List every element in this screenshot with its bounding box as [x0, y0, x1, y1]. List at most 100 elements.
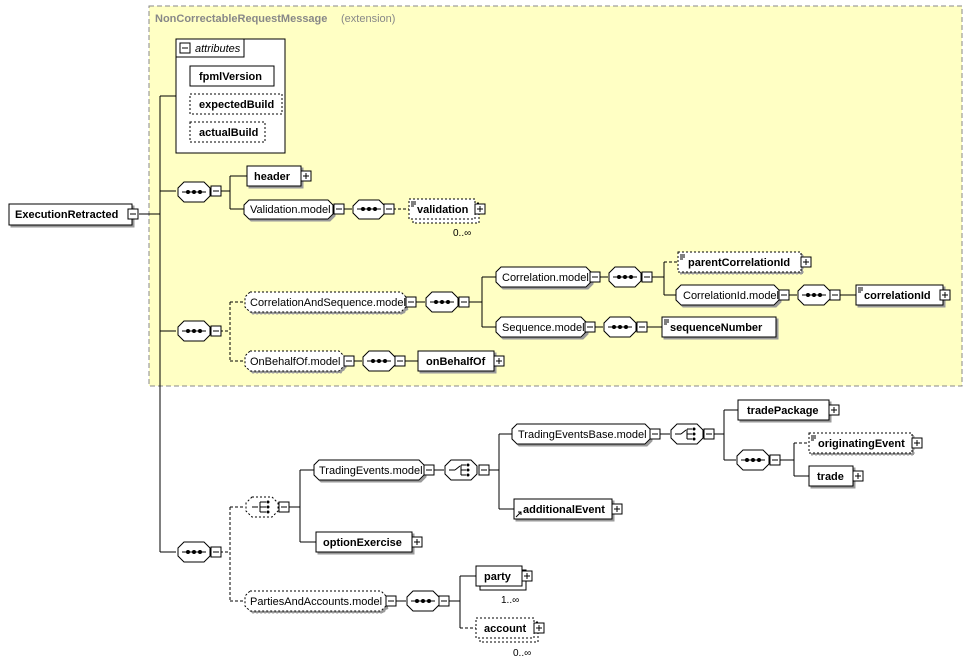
collapse-icon[interactable]	[769, 454, 781, 466]
group-parties-and-accounts-model-label: PartiesAndAccounts.model	[250, 596, 382, 608]
element-additional-event[interactable]: additionalEvent	[513, 498, 623, 520]
text-content-icon	[664, 319, 669, 325]
collapse-icon[interactable]	[703, 428, 715, 440]
collapse-icon[interactable]	[394, 355, 406, 367]
element-parent-correlation-id-label: parentCorrelationId	[688, 257, 790, 269]
collapse-icon[interactable]	[478, 464, 490, 476]
element-option-exercise[interactable]: optionExercise	[315, 531, 423, 553]
collapse-icon[interactable]	[210, 546, 222, 558]
expand-icon[interactable]	[800, 256, 812, 268]
choice-compositor-trading-events-base[interactable]	[670, 423, 704, 445]
party-occurrence: 1..∞	[501, 595, 519, 606]
group-correlation-id-model[interactable]: CorrelationId.model	[675, 284, 790, 306]
sequence-compositor-correlation-and-sequence[interactable]	[425, 291, 459, 313]
collapse-icon[interactable]	[829, 289, 841, 301]
element-originating-event[interactable]: originatingEvent	[808, 432, 923, 454]
element-correlation-id-label: correlationId	[864, 290, 931, 302]
collapse-icon[interactable]	[589, 271, 601, 283]
group-sequence-model[interactable]: Sequence.model	[495, 316, 596, 338]
collapse-icon[interactable]	[333, 203, 345, 215]
element-on-behalf-of[interactable]: onBehalfOf	[417, 350, 505, 372]
expand-icon[interactable]	[300, 170, 312, 182]
sequence-compositor-2[interactable]	[177, 320, 211, 342]
collapse-icon[interactable]	[641, 271, 653, 283]
collapse-icon[interactable]	[584, 321, 596, 333]
group-trading-events-base-model-label: TradingEventsBase.model	[518, 429, 647, 441]
element-trade-label: trade	[817, 471, 844, 483]
expand-icon[interactable]	[911, 437, 923, 449]
element-trade[interactable]: trade	[808, 465, 864, 487]
element-party[interactable]: party 1..∞	[475, 565, 533, 606]
expand-icon[interactable]	[411, 536, 423, 548]
expand-icon[interactable]	[533, 622, 545, 634]
collapse-icon[interactable]	[636, 321, 648, 333]
sequence-compositor-parties[interactable]	[406, 590, 440, 612]
element-sequence-number[interactable]: sequenceNumber	[661, 316, 777, 338]
root-element-label: ExecutionRetracted	[15, 209, 118, 221]
collapse-icon[interactable]	[383, 203, 395, 215]
element-header[interactable]: header	[246, 165, 312, 187]
collapse-icon[interactable]	[179, 42, 191, 54]
group-correlation-and-sequence-model[interactable]: CorrelationAndSequence.model	[244, 291, 417, 313]
sequence-compositor-correlation[interactable]	[608, 266, 642, 288]
sequence-compositor-3[interactable]	[177, 541, 211, 563]
sequence-compositor-correlation-id[interactable]	[797, 284, 831, 306]
group-sequence-model-label: Sequence.model	[502, 322, 585, 334]
element-sequence-number-label: sequenceNumber	[670, 322, 763, 334]
collapse-icon[interactable]	[458, 296, 470, 308]
sequence-compositor-validation[interactable]	[352, 199, 386, 220]
expand-icon[interactable]	[493, 355, 505, 367]
collapse-icon[interactable]	[438, 595, 450, 607]
group-on-behalf-of-model[interactable]: OnBehalfOf.model	[244, 350, 355, 372]
element-header-label: header	[254, 171, 291, 183]
collapse-icon[interactable]	[210, 325, 222, 337]
group-validation-model[interactable]: Validation.model	[243, 199, 345, 220]
collapse-icon[interactable]	[778, 289, 790, 301]
element-account[interactable]: account 0..∞	[475, 617, 545, 659]
group-correlation-and-sequence-model-label: CorrelationAndSequence.model	[250, 297, 406, 309]
expand-icon[interactable]	[474, 203, 486, 215]
collapse-icon[interactable]	[385, 595, 397, 607]
element-originating-event-label: originatingEvent	[818, 438, 905, 450]
connectors	[139, 95, 856, 629]
attribute-fpmlversion-box[interactable]	[189, 65, 275, 87]
collapse-icon[interactable]	[405, 296, 417, 308]
expand-icon[interactable]	[852, 470, 864, 482]
expand-icon[interactable]	[939, 289, 951, 301]
root-element[interactable]: ExecutionRetracted	[8, 203, 139, 226]
sequence-compositor-1[interactable]	[177, 181, 211, 203]
group-trading-events-base-model[interactable]: TradingEventsBase.model	[511, 423, 661, 445]
choice-compositor-1[interactable]	[245, 496, 279, 518]
collapse-icon[interactable]	[423, 464, 435, 476]
collapse-icon[interactable]	[649, 428, 661, 440]
attribute-actualbuild: actualBuild	[199, 127, 258, 139]
sequence-compositor-sequence[interactable]	[603, 316, 637, 338]
group-correlation-model[interactable]: Correlation.model	[495, 266, 601, 288]
element-validation[interactable]: validation 0..∞	[408, 198, 486, 239]
choice-compositor-trading-events[interactable]	[444, 459, 478, 481]
collapse-icon[interactable]	[210, 185, 222, 197]
sequence-compositor-on-behalf-of[interactable]	[362, 350, 396, 372]
text-content-icon	[811, 435, 816, 441]
expand-icon[interactable]	[828, 404, 840, 416]
collapse-icon[interactable]	[343, 355, 355, 367]
sequence-compositor-trade[interactable]	[736, 449, 770, 471]
group-parties-and-accounts-model[interactable]: PartiesAndAccounts.model	[244, 590, 397, 612]
collapse-icon[interactable]	[278, 501, 290, 513]
group-trading-events-model[interactable]: TradingEvents.model	[313, 459, 435, 481]
attributes-group: attributes fpmlVersion expectedBuild act…	[175, 38, 286, 154]
element-trade-package-label: tradePackage	[747, 405, 819, 417]
element-correlation-id[interactable]: correlationId	[855, 284, 951, 306]
expand-icon[interactable]	[611, 503, 623, 515]
attribute-actualbuild-box[interactable]	[189, 121, 266, 143]
element-trade-package[interactable]: tradePackage	[737, 399, 840, 421]
group-validation-model-label: Validation.model	[250, 204, 331, 216]
collapse-icon[interactable]	[127, 208, 139, 220]
expand-icon[interactable]	[521, 570, 533, 582]
element-parent-correlation-id[interactable]: parentCorrelationId	[677, 251, 812, 273]
element-party-label: party	[484, 571, 512, 583]
attributes-label: attributes	[195, 43, 241, 55]
attribute-expectedbuild-box[interactable]	[189, 93, 283, 115]
element-additional-event-label: additionalEvent	[523, 504, 605, 516]
